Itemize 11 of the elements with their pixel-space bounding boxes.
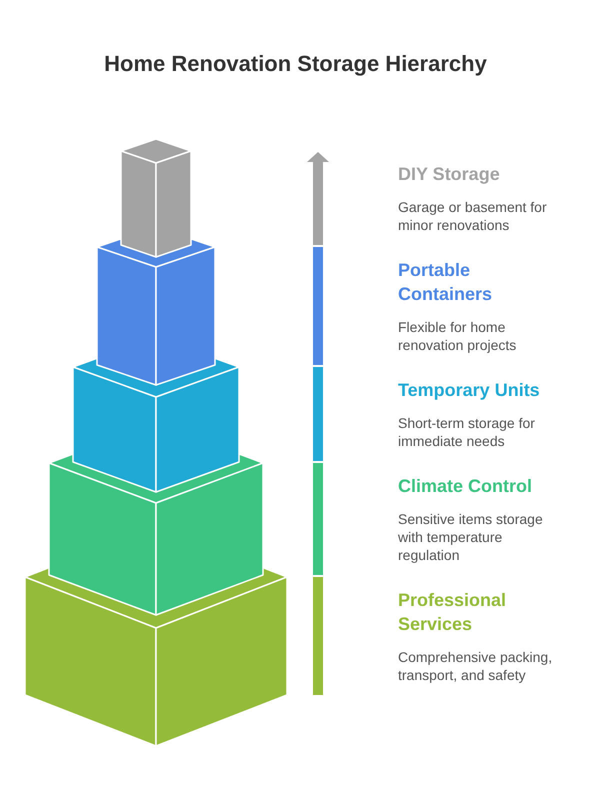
- level-description: Short-term storage for immediate needs: [398, 414, 536, 450]
- level-description: Flexible for home renovation projects: [398, 318, 518, 354]
- diagram-title: Home Renovation Storage Hierarchy: [104, 50, 487, 78]
- level-description: Sensitive items storage with temperature regulation: [398, 510, 544, 564]
- level-heading: DIY Storage: [398, 163, 500, 186]
- level-description: Comprehensive packing, transport, and safety: [398, 648, 554, 684]
- level-heading: Professional Services: [398, 589, 508, 636]
- level-heading: Climate Control: [398, 475, 532, 498]
- level-description: Garage or basement for minor renovations: [398, 198, 548, 234]
- level-heading: Portable Containers: [398, 259, 494, 306]
- level-heading: Temporary Units: [398, 379, 540, 402]
